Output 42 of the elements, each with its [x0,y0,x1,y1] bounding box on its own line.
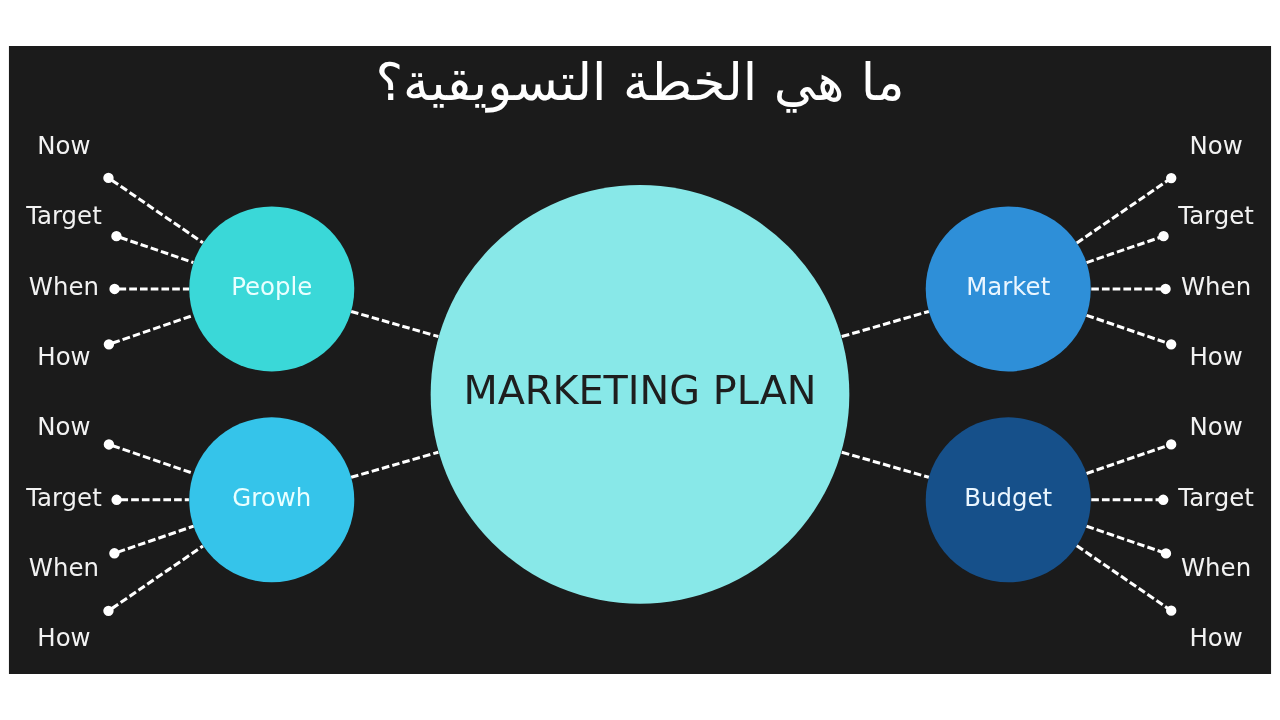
connector [109,283,190,295]
node-text: Now [1189,131,1243,161]
node-circle: Budget [925,417,1091,583]
connector [103,544,204,617]
node-text: How [1189,342,1243,372]
connector [350,450,439,479]
node-text: Now [37,131,91,161]
diagram-title: ما هي الخطة التسويقية؟ [375,51,905,112]
node-text: How [37,623,91,653]
connector [350,309,439,339]
node-text: Now [1189,412,1243,442]
node-text: When [28,271,100,301]
node-text: Target [26,201,102,231]
node-text: Now [37,412,91,442]
connector [1091,283,1171,295]
connector [1086,524,1172,559]
connector [103,172,204,244]
node-circle: Market [925,206,1091,372]
node-text: Target [1178,482,1254,512]
node-text: Target [1178,201,1254,231]
node-text: How [37,342,91,372]
node-text: When [1180,271,1252,301]
connector [103,439,194,475]
node-text: When [1180,552,1252,582]
connector [109,524,195,559]
node-text: When [28,552,100,582]
connector [1075,544,1177,616]
connector [841,309,930,339]
node-circle: People [189,206,355,372]
connector [1086,230,1169,265]
connector [841,450,930,479]
connector [1086,313,1177,350]
connector [1086,439,1177,475]
connector [1075,172,1177,245]
node-circle: Growh [189,417,355,583]
connector [111,230,194,264]
node-circle: MARKETING PLAN [430,185,850,604]
connector [1091,494,1169,505]
connector [111,494,189,505]
node-text: Target [26,482,102,512]
node-text: How [1189,623,1243,653]
connector [103,313,194,350]
